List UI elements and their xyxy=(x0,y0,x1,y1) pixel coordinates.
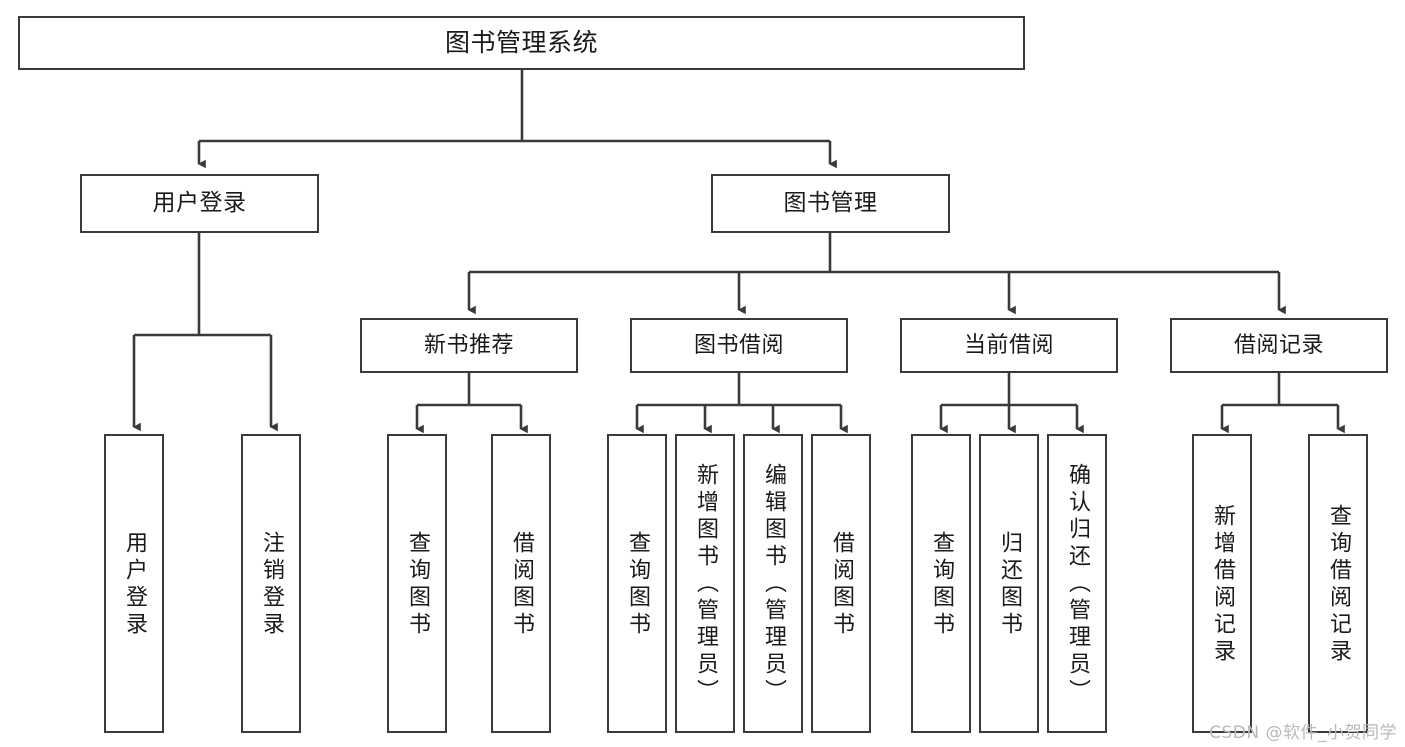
leaf-query-book-borrowing[interactable]: 查询图书 xyxy=(607,434,667,733)
node-label: 归还图书 xyxy=(997,530,1022,639)
leaf-user-login[interactable]: 用户登录 xyxy=(104,434,164,733)
leaf-return-book[interactable]: 归还图书 xyxy=(979,434,1039,733)
leaf-confirm-return-admin[interactable]: 确认归还（管理员） xyxy=(1047,434,1107,733)
leaf-borrow-book-borrowing[interactable]: 借阅图书 xyxy=(811,434,871,733)
node-label: 图书管理 xyxy=(783,189,878,216)
leaf-edit-book-admin[interactable]: 编辑图书（管理员） xyxy=(743,434,803,733)
leaf-query-book-current[interactable]: 查询图书 xyxy=(911,434,971,733)
leaf-borrow-book-recommendation[interactable]: 借阅图书 xyxy=(491,434,551,733)
node-label: 查询图书 xyxy=(929,530,954,639)
node-label: 借阅图书 xyxy=(509,530,534,639)
node-label: 新增借阅记录 xyxy=(1210,503,1235,666)
node-label: 查询图书 xyxy=(625,530,650,639)
node-label: 新增图书（管理员） xyxy=(693,463,718,706)
node-label: 确认归还（管理员） xyxy=(1065,463,1090,706)
node-label: 新书推荐 xyxy=(423,332,514,358)
node-label: 注销登录 xyxy=(259,530,284,639)
node-current-borrowing[interactable]: 当前借阅 xyxy=(900,318,1118,373)
leaf-query-borrow-record[interactable]: 查询借阅记录 xyxy=(1308,434,1368,733)
node-label: 编辑图书（管理员） xyxy=(761,463,786,706)
node-label: 图书管理系统 xyxy=(444,28,598,58)
node-root-book-management-system[interactable]: 图书管理系统 xyxy=(18,16,1025,70)
node-book-management[interactable]: 图书管理 xyxy=(711,174,950,233)
csdn-watermark: CSDN @软件_小贺同学 xyxy=(1209,723,1397,743)
node-label: 图书借阅 xyxy=(693,332,784,358)
node-new-book-recommendation[interactable]: 新书推荐 xyxy=(360,318,578,373)
node-label: 查询图书 xyxy=(405,530,430,639)
node-label: 查询借阅记录 xyxy=(1326,503,1351,666)
leaf-add-book-admin[interactable]: 新增图书（管理员） xyxy=(675,434,735,733)
node-label: 当前借阅 xyxy=(963,332,1054,358)
node-borrowing-record[interactable]: 借阅记录 xyxy=(1170,318,1388,373)
leaf-query-book-recommendation[interactable]: 查询图书 xyxy=(387,434,447,733)
node-label: 用户登录 xyxy=(152,189,247,216)
node-label: 用户登录 xyxy=(122,530,147,639)
node-book-borrowing[interactable]: 图书借阅 xyxy=(630,318,848,373)
node-label: 借阅图书 xyxy=(829,530,854,639)
leaf-logout[interactable]: 注销登录 xyxy=(241,434,301,733)
node-label: 借阅记录 xyxy=(1233,332,1324,358)
node-user-login[interactable]: 用户登录 xyxy=(80,174,319,233)
leaf-add-borrow-record[interactable]: 新增借阅记录 xyxy=(1192,434,1252,733)
